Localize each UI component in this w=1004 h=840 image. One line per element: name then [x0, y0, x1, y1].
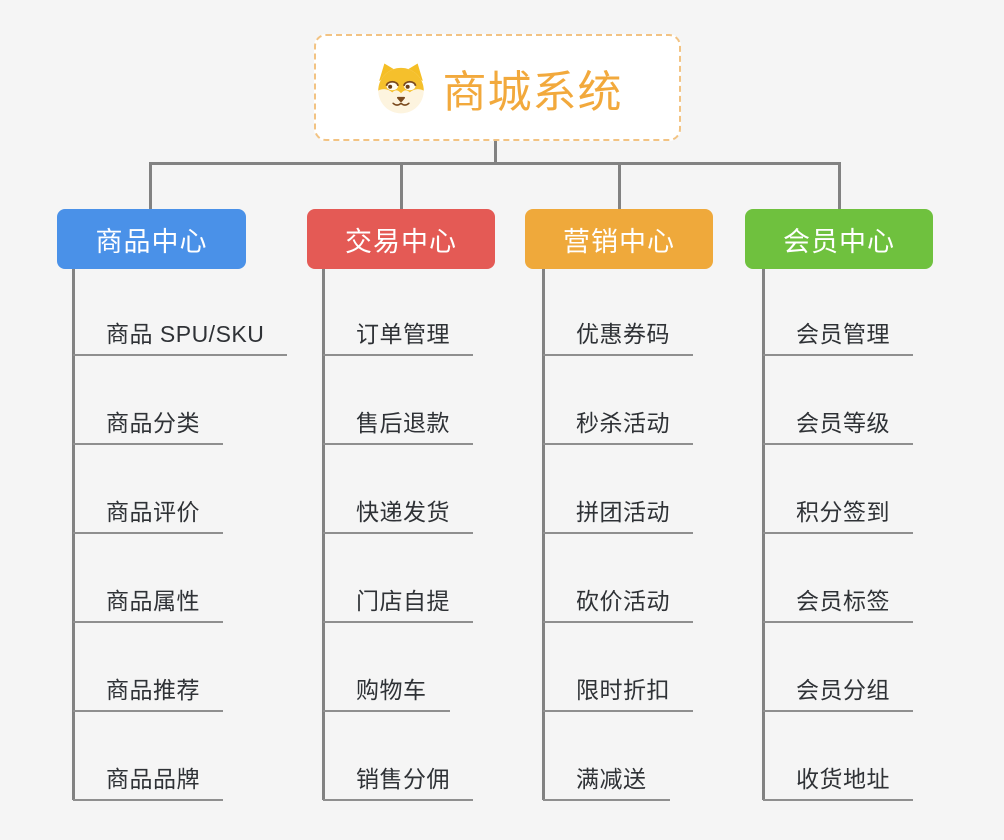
- leaf-topic[interactable]: 商品评价: [73, 499, 223, 534]
- connector-drop-product: [149, 162, 152, 210]
- leaf-topic[interactable]: 满减送: [543, 766, 670, 801]
- branch-marketing-center[interactable]: 营销中心: [525, 209, 713, 269]
- leaf-topic[interactable]: 会员等级: [763, 410, 913, 445]
- leaf-topic[interactable]: 商品分类: [73, 410, 223, 445]
- leaf-topic[interactable]: 拼团活动: [543, 499, 693, 534]
- connector-drop-marketing: [618, 162, 621, 210]
- leaf-topic[interactable]: 会员管理: [763, 321, 913, 356]
- dog-face-icon: [377, 63, 424, 113]
- connector-root-stem: [494, 141, 497, 164]
- connector-trunk-trade: [322, 268, 325, 800]
- connector-trunk-marketing: [542, 268, 545, 800]
- leaf-topic[interactable]: 商品品牌: [73, 766, 223, 801]
- leaf-topic[interactable]: 商品属性: [73, 588, 223, 623]
- branch-label: 营销中心: [563, 226, 675, 257]
- branch-label: 会员中心: [783, 226, 895, 257]
- leaf-topic[interactable]: 优惠券码: [543, 321, 693, 356]
- leaf-topic[interactable]: 限时折扣: [543, 677, 693, 712]
- root-topic[interactable]: 商城系统: [314, 34, 681, 141]
- connector-trunk-member: [762, 268, 765, 800]
- branch-trade-center[interactable]: 交易中心: [307, 209, 495, 269]
- leaf-topic[interactable]: 订单管理: [323, 321, 473, 356]
- connector-drop-member: [838, 162, 841, 210]
- connector-trunk-product: [72, 268, 75, 800]
- leaf-topic[interactable]: 会员分组: [763, 677, 913, 712]
- connector-horizontal-bar: [149, 162, 841, 165]
- leaf-topic[interactable]: 秒杀活动: [543, 410, 693, 445]
- root-title: 商城系统: [442, 67, 623, 117]
- branch-label: 交易中心: [345, 226, 457, 257]
- leaf-topic[interactable]: 积分签到: [763, 499, 913, 534]
- leaf-topic[interactable]: 商品 SPU/SKU: [73, 321, 288, 356]
- leaf-topic[interactable]: 购物车: [323, 677, 450, 712]
- leaf-topic[interactable]: 售后退款: [323, 410, 473, 445]
- leaf-topic[interactable]: 销售分佣: [323, 766, 473, 801]
- leaf-topic[interactable]: 收货地址: [763, 766, 913, 801]
- connector-drop-trade: [400, 162, 403, 210]
- branch-label: 商品中心: [95, 226, 208, 257]
- branch-member-center[interactable]: 会员中心: [745, 209, 933, 269]
- leaf-topic[interactable]: 砍价活动: [543, 588, 693, 623]
- leaf-topic[interactable]: 会员标签: [763, 588, 913, 623]
- leaf-topic[interactable]: 快递发货: [323, 499, 473, 534]
- leaf-topic[interactable]: 门店自提: [323, 588, 473, 623]
- branch-product-center[interactable]: 商品中心: [57, 209, 246, 269]
- leaf-topic[interactable]: 商品推荐: [73, 677, 223, 712]
